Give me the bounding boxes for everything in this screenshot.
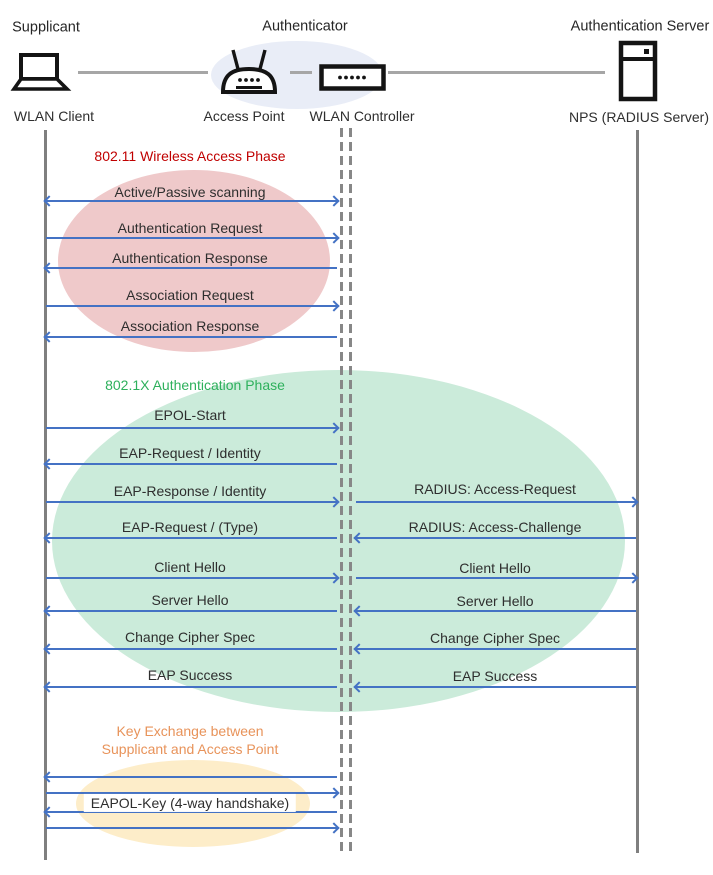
message-label-association-response: Association Response <box>120 317 260 334</box>
arrow-eap-response-identity <box>46 496 340 508</box>
arrow-eap-success-right <box>353 681 636 693</box>
message-label-eap-success-left: EAP Success <box>147 666 233 683</box>
connector-controller-to-server <box>388 71 605 74</box>
arrowhead-right-icon <box>328 232 340 244</box>
arrowhead-right-icon <box>328 195 340 207</box>
arrowhead-right-icon <box>328 300 340 312</box>
message-label-change-cipher-spec-right: Change Cipher Spec <box>430 629 560 646</box>
message-label-server-hello-left: Server Hello <box>151 591 229 608</box>
arrow-client-hello-left <box>46 572 340 584</box>
server-icon <box>618 40 658 102</box>
arrow-eap-request-identity <box>43 458 337 470</box>
arrow-scanning <box>43 195 340 207</box>
arrow-eapol-key-4 <box>46 822 340 834</box>
connector-ap-to-controller <box>290 71 312 74</box>
arrow-eapol-key-3 <box>43 806 337 818</box>
message-label-authentication-response: Authentication Response <box>112 249 268 266</box>
message-label-eap-success-right: EAP Success <box>452 667 538 684</box>
phase-title-key-exchange-line2: Supplicant and Access Point <box>101 740 279 757</box>
authentication-phase-ellipse <box>52 370 625 712</box>
arrow-eap-request-type <box>43 532 337 544</box>
arrow-client-hello-right <box>356 572 639 584</box>
message-label-eapol-key: EAPOL-Key (4-way handshake) <box>83 793 297 813</box>
lifeline-wlan-controller-left <box>340 128 343 855</box>
message-label-change-cipher-spec-left: Change Cipher Spec <box>125 628 255 645</box>
arrow-radius-access-challenge <box>353 532 636 544</box>
message-label-client-hello-right: Client Hello <box>459 559 531 576</box>
message-label-client-hello-left: Client Hello <box>154 558 226 575</box>
arrow-association-request <box>46 300 340 312</box>
arrow-association-response <box>43 331 337 343</box>
role-authentication-server: Authentication Server <box>570 18 710 35</box>
arrow-eapol-key-2 <box>46 787 340 799</box>
label-nps-radius-server: NPS (RADIUS Server) <box>568 108 710 125</box>
wlan-controller-icon <box>319 64 386 91</box>
lifeline-wlan-controller-right <box>349 128 352 855</box>
access-point-icon <box>220 49 278 94</box>
message-label-radius-access-challenge: RADIUS: Access-Challenge <box>408 518 582 535</box>
phase-title-authentication: 802.1X Authentication Phase <box>105 376 285 393</box>
laptop-icon <box>10 53 72 91</box>
arrow-server-hello-right <box>353 605 636 617</box>
arrow-change-cipher-spec-right <box>353 643 636 655</box>
connector-client-to-ap <box>78 71 208 74</box>
message-label-eap-request-identity: EAP-Request / Identity <box>119 444 261 461</box>
arrow-radius-access-request <box>356 496 639 508</box>
message-label-radius-access-request: RADIUS: Access-Request <box>414 480 576 497</box>
arrowhead-right-icon <box>328 822 340 834</box>
arrow-eapol-key-1 <box>43 771 337 783</box>
phase-title-wireless-access: 802.11 Wireless Access Phase <box>94 147 286 164</box>
arrow-authentication-response <box>43 262 337 274</box>
lifeline-nps-server <box>636 130 639 853</box>
arrow-epol-start <box>46 422 340 434</box>
message-label-authentication-request: Authentication Request <box>117 219 263 236</box>
message-label-eap-request-type: EAP-Request / (Type) <box>121 518 259 535</box>
arrow-eap-success-left <box>43 681 337 693</box>
message-label-epol-start: EPOL-Start <box>154 406 226 423</box>
arrow-change-cipher-spec-left <box>43 643 337 655</box>
arrow-server-hello-left <box>43 605 337 617</box>
label-wlan-controller: WLAN Controller <box>309 107 415 124</box>
message-label-scanning: Active/Passive scanning <box>114 183 266 200</box>
label-wlan-client: WLAN Client <box>13 107 95 124</box>
role-authenticator: Authenticator <box>262 18 348 35</box>
role-supplicant: Supplicant <box>12 19 80 36</box>
arrowhead-right-icon <box>328 787 340 799</box>
message-label-eap-response-identity: EAP-Response / Identity <box>113 482 267 499</box>
phase-title-key-exchange-line1: Key Exchange between <box>116 722 264 739</box>
lifeline-wlan-client <box>44 130 47 860</box>
message-label-server-hello-right: Server Hello <box>456 592 534 609</box>
arrow-authentication-request <box>46 232 340 244</box>
label-access-point: Access Point <box>203 107 285 124</box>
message-label-association-request: Association Request <box>126 286 254 303</box>
